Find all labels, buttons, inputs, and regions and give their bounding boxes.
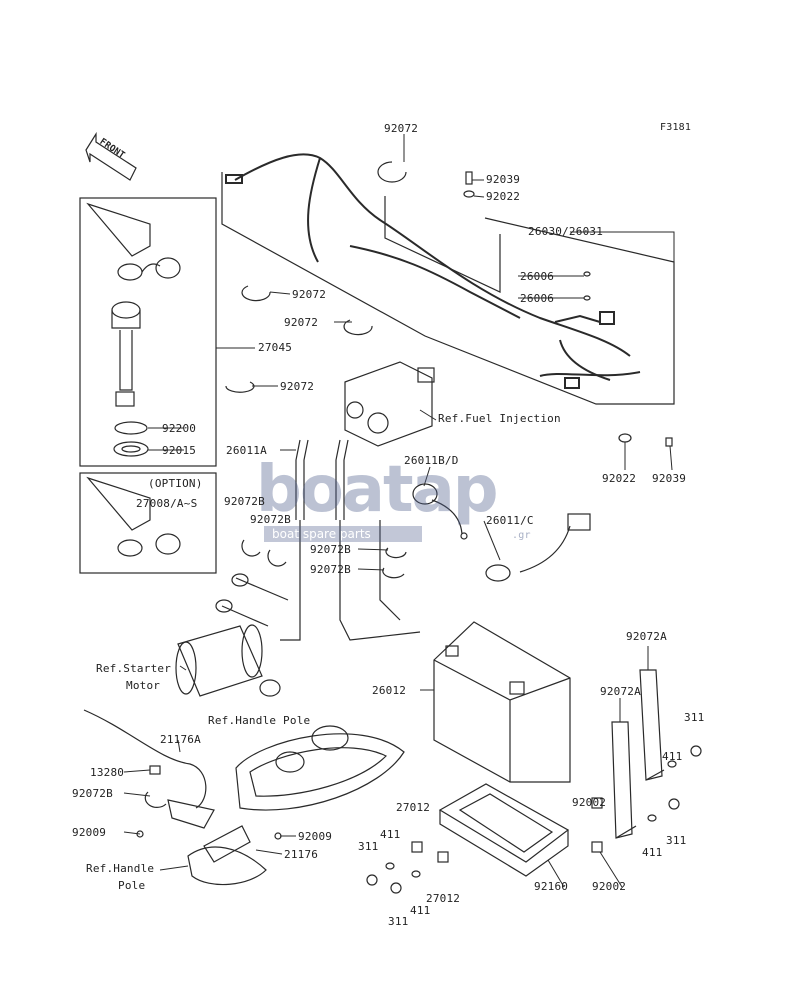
battery-tray [438, 783, 570, 877]
battery [433, 621, 571, 783]
callout-92072-top: 92072 [384, 122, 419, 135]
callout-92002-a: 92002 [572, 796, 607, 809]
callout-92072b-d: 92072B [310, 563, 351, 576]
callout-13280: 13280 [90, 766, 125, 779]
watermark-tagline: boat spare parts [264, 526, 422, 542]
option-label: (OPTION) [148, 477, 203, 490]
cable-21176a [83, 709, 215, 829]
callout-26011bd: 26011B/D [404, 454, 459, 467]
harness-frame [221, 172, 675, 405]
callout-92072b-e: 92072B [72, 787, 113, 800]
callout-92072-b: 92072 [292, 288, 327, 301]
callout-92002-b: 92002 [592, 880, 627, 893]
cable-26011c [485, 513, 591, 582]
callout-92072-d: 92072 [280, 380, 315, 393]
callout-411-d: 411 [642, 846, 663, 859]
callout-92009-b: 92009 [298, 830, 333, 843]
callout-26006-a: 26006 [520, 270, 555, 283]
callout-311-a: 311 [358, 840, 379, 853]
battery-straps [611, 669, 665, 839]
leader-lines [123, 134, 675, 888]
callout-21176: 21176 [284, 848, 319, 861]
callout-92039-top: 92039 [486, 173, 521, 186]
callout-92009-a: 92009 [72, 826, 107, 839]
callout-92039-right: 92039 [652, 472, 687, 485]
callout-27045: 27045 [258, 341, 293, 354]
watermark-domain: .gr [512, 530, 531, 541]
callout-92072a-a: 92072A [626, 630, 667, 643]
figure-code: F3181 [660, 122, 692, 133]
ref-handle-2: Pole [118, 879, 146, 892]
callout-92200: 92200 [162, 422, 197, 435]
callout-26030: 26030/26031 [528, 225, 604, 238]
callout-26011c: 26011/C [486, 514, 534, 527]
main-harness [225, 153, 641, 389]
ref-starter-2: Motor [126, 679, 161, 692]
callout-92072a-b: 92072A [600, 685, 641, 698]
callout-92072b-a: 92072B [224, 495, 265, 508]
ref-starter-1: Ref.Starter [96, 662, 172, 675]
key-switch [86, 202, 181, 457]
option-key [86, 476, 181, 557]
callout-92022-right: 92022 [602, 472, 637, 485]
callout-92072b-c: 92072B [310, 543, 351, 556]
handle-pole [187, 725, 405, 886]
callout-92072-c: 92072 [284, 316, 319, 329]
starter-motor [175, 573, 289, 697]
callout-92015: 92015 [162, 444, 197, 457]
callout-411-c: 411 [662, 750, 683, 763]
callout-26011a: 26011A [226, 444, 267, 457]
callout-26012: 26012 [372, 684, 407, 697]
ref-handle-1: Ref.Handle [86, 862, 155, 875]
clamps [225, 161, 407, 579]
callout-311-b: 311 [388, 915, 409, 928]
callout-92160: 92160 [534, 880, 569, 893]
front-arrow-icon [85, 131, 137, 181]
watermark-logo: boatap [256, 453, 499, 527]
cable-26011a [280, 439, 421, 641]
callout-27012-b: 27012 [426, 892, 461, 905]
callout-92072b-b: 92072B [250, 513, 291, 526]
callout-21176a: 21176A [160, 733, 201, 746]
callout-411-a: 411 [380, 828, 401, 841]
relay-block [344, 361, 435, 447]
callout-27008: 27008/A~S [136, 497, 198, 510]
harness-subframe [384, 196, 501, 293]
callout-27012-a: 27012 [396, 801, 431, 814]
callout-311-c: 311 [684, 711, 705, 724]
callout-26006-b: 26006 [520, 292, 555, 305]
key-kit-box [79, 197, 217, 467]
callout-311-d: 311 [666, 834, 687, 847]
callout-92022-top: 92022 [486, 190, 521, 203]
option-box [79, 472, 217, 574]
callout-411-b: 411 [410, 904, 431, 917]
ref-handle-pole-top: Ref.Handle Pole [208, 714, 311, 727]
ref-fuel-injection: Ref.Fuel Injection [438, 412, 561, 425]
